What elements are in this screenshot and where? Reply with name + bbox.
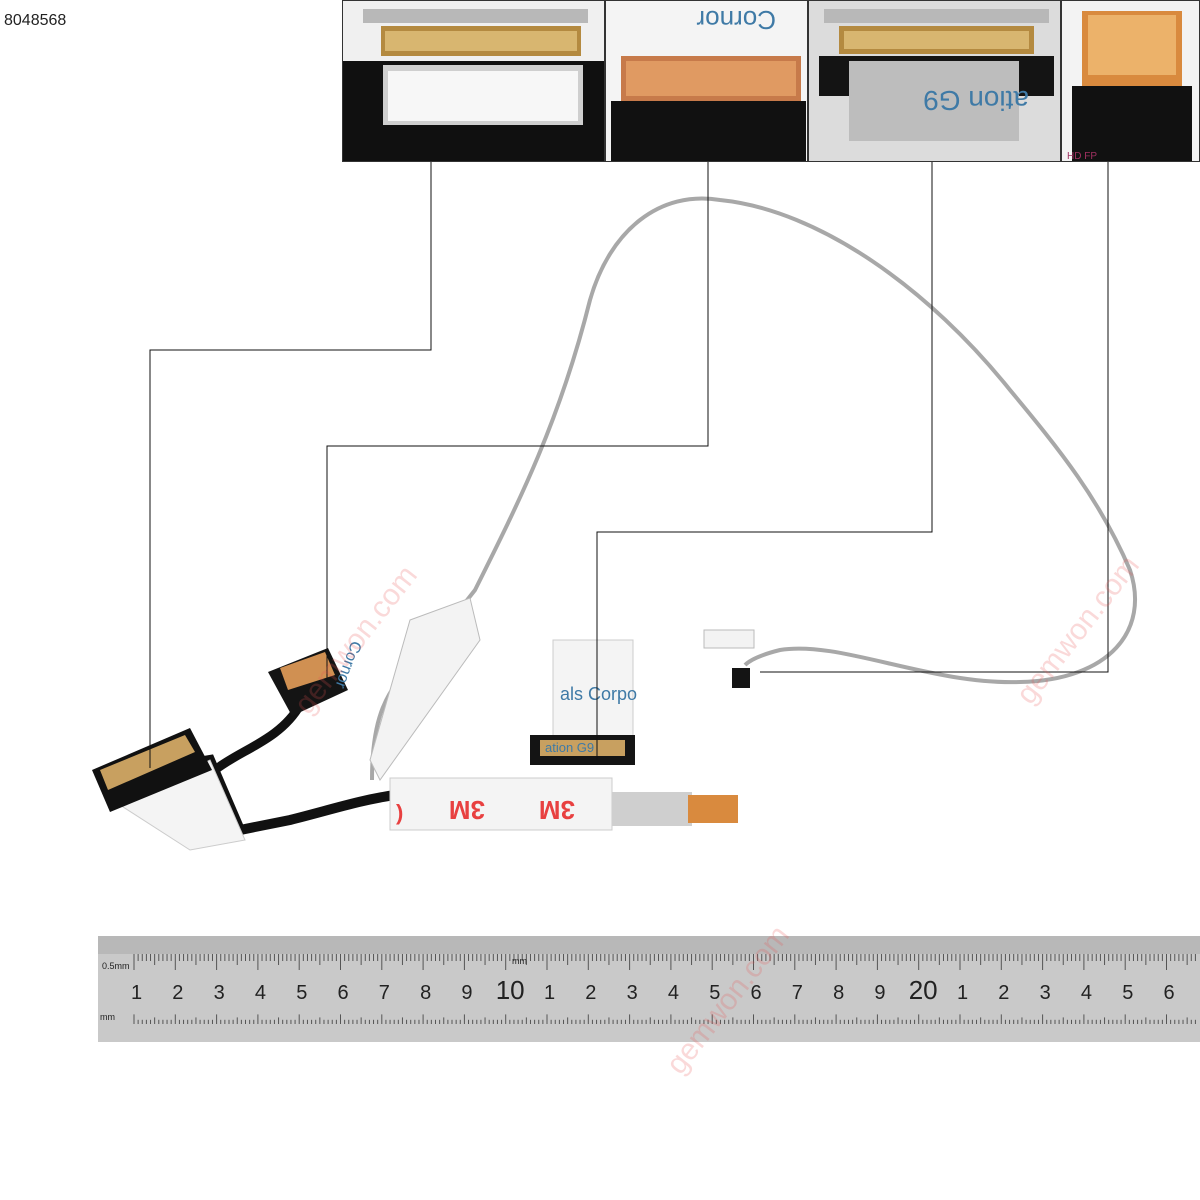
ribbon-cable <box>612 792 692 826</box>
ruler-number: 5 <box>1122 982 1133 1004</box>
connector-detail-thumbnail-4: HD FP <box>1061 0 1200 162</box>
ruler-number: 7 <box>792 982 803 1004</box>
white-tape-bend <box>369 597 481 781</box>
main-print-3: ation G9 <box>545 740 594 755</box>
ruler-number: 5 <box>296 982 307 1004</box>
taped-strip <box>389 777 613 831</box>
product-sku: 8048568 <box>4 12 67 29</box>
ruler-number: 7 <box>379 982 390 1004</box>
connector-photo-3: ation G9 <box>809 1 1060 161</box>
ruler-number: 9 <box>461 982 472 1004</box>
ruler-number: 6 <box>1164 982 1175 1004</box>
connector-detail-thumbnail-3: ation G9 <box>808 0 1061 162</box>
ruler-unit-top: mm <box>512 956 527 966</box>
black-cable <box>149 754 396 836</box>
camera-tab <box>703 629 755 649</box>
tape-brand-mark-1: 3M <box>449 795 485 825</box>
camera-cable <box>370 196 1137 781</box>
ruler-number: 1 <box>957 982 968 1004</box>
ruler-number: 9 <box>874 982 885 1004</box>
connector-photo-4: HD FP <box>1062 1 1199 162</box>
ruler-number: 2 <box>998 982 1009 1004</box>
ruler-unit-left: 0.5mm <box>102 961 130 971</box>
label-tag <box>552 639 634 741</box>
ruler-number: 4 <box>255 982 266 1004</box>
cable-photo: Cornor 3M 3M ) als Corpo ation G9 <box>92 162 1137 851</box>
leader-line-1 <box>149 162 432 768</box>
ruler-number: 3 <box>214 982 225 1004</box>
ruler-unit-bottom: mm <box>100 1012 115 1022</box>
connector-detail-thumbnail-2: Cornor <box>605 0 808 162</box>
thumb3-print: ation G9 <box>923 85 1029 116</box>
ruler-number: 3 <box>1040 982 1051 1004</box>
main-print-2: als Corpo <box>560 684 637 704</box>
ruler-number: 1 <box>131 982 142 1004</box>
ruler-number: 1 <box>544 982 555 1004</box>
ruler-number: 20 <box>909 975 938 1005</box>
ruler-number: 4 <box>1081 982 1092 1004</box>
ruler-number: 2 <box>585 982 596 1004</box>
measuring-ruler: 0.5mm mm mm 1 2 3 4 5 6 7 8 9 10 1 2 3 4 5 6 7 8 9 20 1 2 3 4 5 6 <box>98 936 1200 1042</box>
camera-connector <box>732 668 750 688</box>
leader-line-3 <box>596 162 933 760</box>
ruler-number: 6 <box>338 982 349 1004</box>
ruler-number: 5 <box>709 982 720 1004</box>
ruler-number: 2 <box>172 982 183 1004</box>
black-cable-branch <box>212 702 304 774</box>
second-connector <box>268 648 348 716</box>
main-lcd-connector <box>92 728 212 812</box>
ruler-number: 8 <box>833 982 844 1004</box>
ruler-number: 3 <box>627 982 638 1004</box>
ruler-number: 4 <box>668 982 679 1004</box>
tape-brand-fragment: ) <box>396 800 403 825</box>
ruler-number: 8 <box>420 982 431 1004</box>
leader-line-2 <box>326 162 709 680</box>
thumb2-print: Cornor <box>696 5 776 35</box>
connector-detail-thumbnail-1 <box>342 0 605 162</box>
leader-line-4 <box>760 162 1109 673</box>
thumb4-print: HD FP <box>1067 151 1097 162</box>
connector-photo-1 <box>343 1 604 161</box>
ruler-number: 6 <box>751 982 762 1004</box>
small-ribbon-connector <box>688 795 738 823</box>
ruler-number: 10 <box>496 975 525 1005</box>
tape-brand-mark-2: 3M <box>539 795 575 825</box>
connector-photo-2: Cornor <box>606 1 807 161</box>
